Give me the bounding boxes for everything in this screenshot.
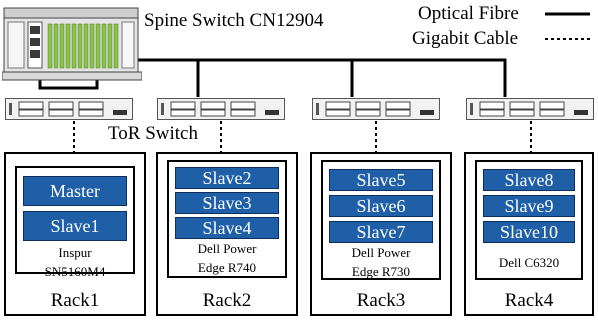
rack-3-server: Slave5 Slave6 Slave7 Dell Power Edge R73… [321, 160, 441, 280]
node-slave5: Slave5 [329, 169, 433, 191]
legend-gigabit-label: Gigabit Cable [412, 28, 519, 49]
rack-4-model-line-1: Dell C6320 [498, 255, 560, 270]
rack-4-model: Dell C6320 [477, 253, 581, 272]
node-slave4: Slave4 [175, 217, 279, 239]
rack-2-model-line-1: Dell Power [197, 241, 257, 256]
rack-3-model: Dell Power Edge R730 [323, 243, 439, 281]
node-slave6: Slave6 [329, 195, 433, 217]
rack-1-label: Rack1 [50, 290, 100, 311]
rack-2-server: Slave2 Slave3 Slave4 Dell Power Edge R74… [167, 160, 287, 278]
rack-1: Master Slave1 Inspur SN5160M4 Rack1 [4, 152, 146, 316]
node-master: Master [23, 176, 127, 206]
spine-switch-label: Spine Switch CN12904 [144, 10, 324, 31]
rack-1-model: Inspur SN5160M4 [17, 243, 133, 281]
node-slave7: Slave7 [329, 221, 433, 243]
node-slave1: Slave1 [23, 211, 127, 241]
rack-4-label: Rack4 [504, 290, 554, 311]
tor-switch-icon [312, 98, 440, 120]
rack-1-server: Master Slave1 Inspur SN5160M4 [15, 166, 135, 279]
node-slave3: Slave3 [175, 192, 279, 214]
tor-switch-label: ToR Switch [108, 123, 198, 144]
tor-switch-icon [5, 98, 133, 120]
node-slave9: Slave9 [483, 195, 575, 217]
node-slave2: Slave2 [175, 167, 279, 189]
rack-3: Slave5 Slave6 Slave7 Dell Power Edge R73… [310, 152, 452, 316]
rack-4-server: Slave8 Slave9 Slave10 Dell C6320 [475, 160, 583, 280]
legend-optical-label: Optical Fibre [418, 3, 519, 24]
rack-4: Slave8 Slave9 Slave10 Dell C6320 Rack4 [464, 152, 594, 316]
rack-2: Slave2 Slave3 Slave4 Dell Power Edge R74… [156, 152, 298, 316]
rack-3-model-line-2: Edge R730 [351, 264, 411, 279]
rack-2-model-line-2: Edge R740 [197, 260, 257, 275]
rack-1-model-line-1: Inspur [58, 245, 92, 260]
rack-1-model-line-2: SN5160M4 [44, 264, 106, 279]
tor-switch-icon [157, 98, 285, 120]
node-slave8: Slave8 [483, 169, 575, 191]
rack-3-label: Rack3 [356, 290, 406, 311]
spine-switch-icon [2, 7, 142, 81]
node-slave10: Slave10 [483, 221, 575, 243]
rack-2-model: Dell Power Edge R740 [169, 239, 285, 277]
rack-2-label: Rack2 [202, 290, 252, 311]
tor-switch-icon [466, 98, 594, 120]
rack-3-model-line-1: Dell Power [351, 245, 411, 260]
